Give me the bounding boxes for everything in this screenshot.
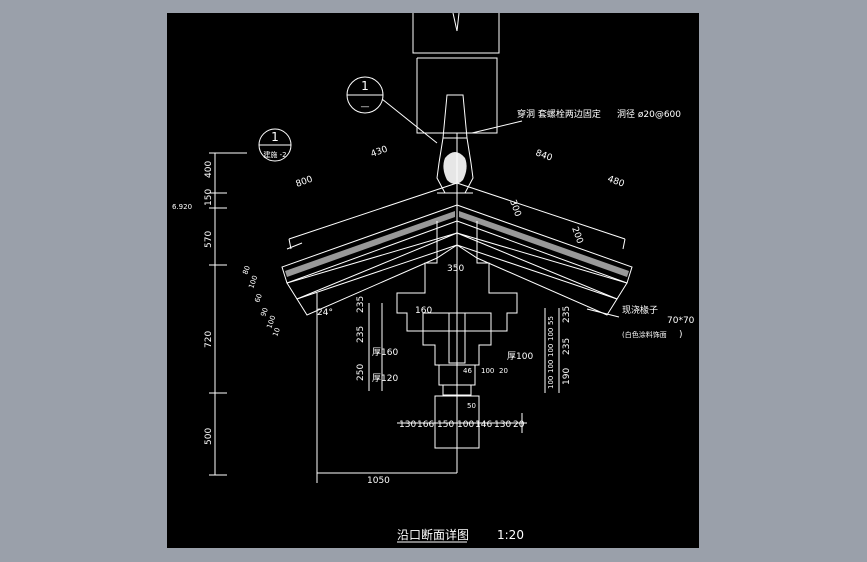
note-top-right: 洞径 ø20@600 [617,108,681,120]
right-small-dims: 55 100 100 100 100 [547,316,555,389]
dim-top-right-a: 840 [534,148,554,163]
drawing-title-block: 沿口断面详图 1:20 [397,527,524,543]
dim-right-v: 235 [562,338,572,355]
column [412,13,500,134]
dim-left-v: 400 [204,161,214,178]
note-top: 穿洞 套螺栓两边固定 [517,108,601,120]
drawing-scale: 1:20 [497,528,524,542]
dimension-lines [209,152,560,483]
dim-top-left-a: 800 [295,174,315,189]
dim-small-a: 46 [463,367,472,375]
dim-right-small: 100 [547,360,555,373]
dim-left-small: 80 [241,265,252,276]
callout-b-number: 1 [271,130,279,144]
dim-bracket-top: 160 [415,306,432,316]
elevation-mark: 6.920 [172,203,192,211]
left-vertical-dims: 400 150 570 720 500 [204,161,214,445]
note-rafter-sub: (白色涂料饰面 [622,330,667,339]
dim-left-small: 100 [247,274,259,289]
note-rafter-size: 70*70 [667,316,695,326]
dim-top-right-b: 480 [606,174,626,189]
callout-a[interactable]: 1 — [346,76,438,144]
drawing-title: 沿口断面详图 [397,527,469,542]
roof-right [456,182,633,316]
dim-left-v: 570 [204,231,214,248]
dim-ridge-width: 350 [447,264,464,274]
dim-left-v: 720 [204,331,214,348]
dim-left-small: 60 [253,293,264,304]
bottom-dims: 130 166 150 100 146 130 20 [399,420,525,430]
dim-right-small: 100 [547,376,555,389]
dim-thick-b: 厚120 [372,373,398,384]
ridge-ornament [436,94,474,194]
callout-b[interactable]: 1 建施 -2 [258,128,292,162]
dim-top-left-b: 430 [370,144,390,159]
drawing-viewport[interactable]: 1 — 1 建施 -2 穿洞 套螺栓两边固定 洞径 ø20@600 现浇椽子 7… [167,13,699,548]
dim-bottom: 150 [437,420,454,430]
dim-left-overhang: 1050 [367,476,390,486]
left-small-dims: 80 100 60 90 100 10 [241,265,282,338]
angle-mark: 24° [317,308,333,318]
dim-slope-b: 200 [569,226,584,246]
dim-small-d: 50 [467,402,476,410]
dim-right-v: 190 [562,368,572,385]
dim-right-small: 55 [547,316,555,325]
dim-right-small: 100 [547,328,555,341]
callout-a-number: 1 [361,79,369,93]
dim-slope-a: 300 [507,199,522,219]
roof-left [281,182,458,316]
callout-b-ref: 建施 -2 [263,150,286,159]
right-vertical-dims: 235 235 190 [562,306,572,385]
dim-left-inner: 235 [356,296,366,313]
dim-thick-a: 厚160 [372,347,398,358]
dim-left-small: 10 [271,327,282,338]
dim-bottom: 146 [475,420,492,430]
dim-left-inner: 235 [356,326,366,343]
left-inner-dims: 235 235 250 [356,296,366,381]
dim-right-v: 235 [562,306,572,323]
dim-left-small: 90 [259,307,270,318]
dim-bottom: 100 [457,420,474,430]
note-rafter: 现浇椽子 [622,304,658,316]
dim-left-inner: 250 [356,364,366,381]
dim-left-v: 500 [204,428,214,445]
callout-a-ref: — [361,102,370,112]
dim-small-c: 20 [499,367,508,375]
dim-bottom: 130 [494,420,511,430]
dim-small-b: 100 [481,367,494,375]
dim-bottom: 166 [417,420,434,430]
beam-bracket [396,133,518,473]
dim-left-v: 150 [204,189,214,206]
note-rafter-close: ) [679,330,683,340]
dim-bottom: 20 [513,420,525,430]
dim-thick-c: 厚100 [507,351,533,362]
section-drawing: 1 — 1 建施 -2 穿洞 套螺栓两边固定 洞径 ø20@600 现浇椽子 7… [172,13,695,543]
dim-bottom: 130 [399,420,416,430]
dim-right-small: 100 [547,344,555,357]
